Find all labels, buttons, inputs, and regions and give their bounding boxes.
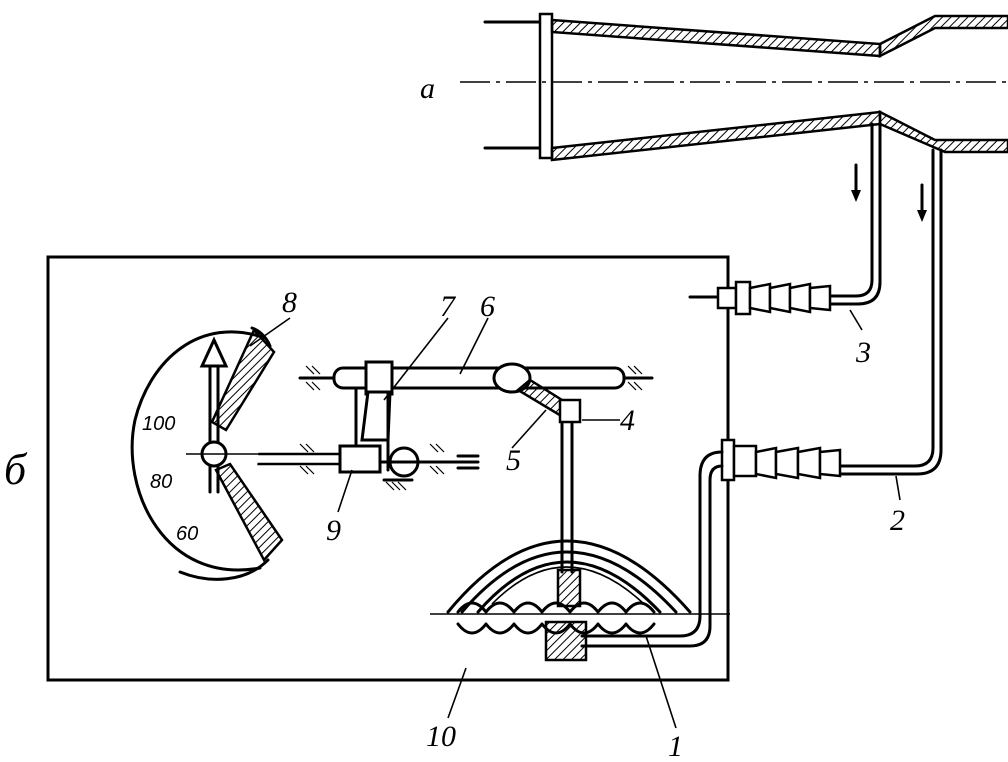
shaft-6 bbox=[298, 365, 654, 391]
label-10: 10 bbox=[426, 720, 456, 753]
label-5: 5 bbox=[506, 444, 521, 477]
pressure-line-3 bbox=[828, 122, 882, 306]
connector-2 bbox=[580, 438, 842, 648]
label-6: 6 bbox=[480, 290, 495, 323]
venturi-tube bbox=[460, 12, 1008, 162]
dial-mark-100: 100 bbox=[142, 413, 175, 435]
label-3: 3 bbox=[855, 336, 871, 369]
label-a: a bbox=[420, 72, 435, 105]
label-b: б bbox=[4, 445, 28, 494]
label-2: 2 bbox=[890, 504, 905, 537]
dial-mark-60: 60 bbox=[176, 523, 198, 545]
leader-lines bbox=[249, 309, 901, 729]
label-9: 9 bbox=[326, 514, 341, 547]
label-1: 1 bbox=[668, 730, 683, 762]
label-7: 7 bbox=[440, 290, 457, 323]
connector-3 bbox=[688, 280, 832, 316]
dial-8 bbox=[130, 326, 300, 581]
dial-mark-80: 80 bbox=[150, 471, 172, 493]
push-rod bbox=[560, 418, 574, 574]
lever-5 bbox=[492, 362, 582, 424]
pinion-shaft-9 bbox=[216, 443, 480, 491]
pressure-line-2 bbox=[838, 148, 943, 476]
label-4: 4 bbox=[620, 404, 635, 437]
label-8: 8 bbox=[282, 286, 297, 319]
diaphragm-box bbox=[430, 539, 730, 662]
